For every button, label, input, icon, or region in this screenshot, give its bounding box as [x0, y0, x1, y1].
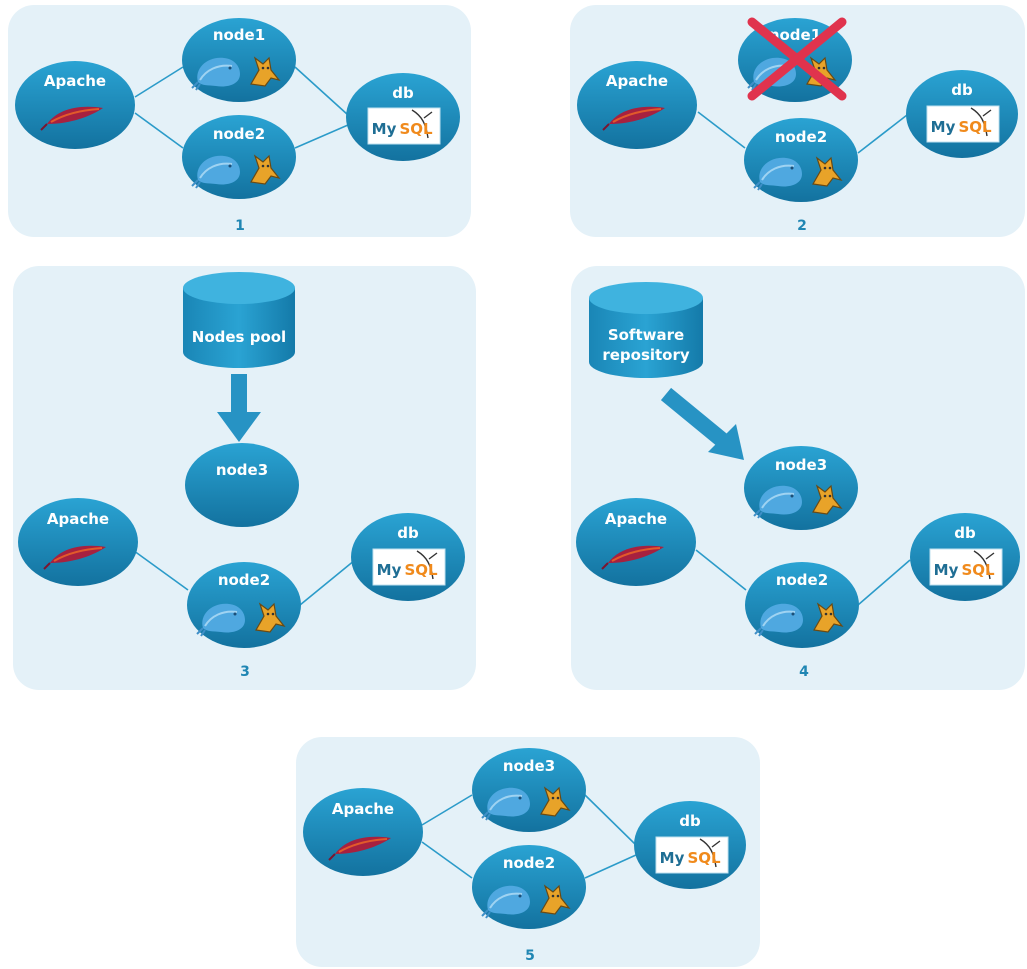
failure-cross-icon: [747, 17, 847, 101]
apache-label: Apache: [47, 510, 109, 528]
panel-1: Apache node1 node2 db My SQL 1: [8, 5, 471, 237]
panel-number: 1: [235, 218, 245, 234]
apache-label: Apache: [44, 72, 106, 90]
node1: node1: [182, 18, 296, 102]
node1-label: node1: [769, 26, 821, 44]
db-node: db My SQL: [351, 513, 465, 601]
panel-5: Apache node3 node2 db My SQL 5: [296, 737, 760, 967]
node2-label: node2: [218, 571, 270, 589]
mysql-logo-my: My: [372, 120, 397, 138]
node3-label: node3: [503, 757, 555, 775]
db-node: db My SQL: [634, 801, 746, 889]
connector-node2-db: [299, 559, 356, 606]
connector-node2-db: [857, 559, 911, 606]
mysql-logo-sql: SQL: [687, 849, 721, 867]
panel-3: Nodes pool node3 Apache node2 db My: [13, 266, 476, 690]
apache-node: Apache: [15, 61, 135, 149]
connector-apache-node1: [134, 66, 184, 98]
node2-label: node2: [776, 571, 828, 589]
mysql-logo-my: My: [931, 118, 956, 136]
node2: node2: [187, 562, 301, 648]
db-label: db: [679, 812, 701, 830]
panel-number: 4: [799, 664, 809, 680]
connector-apache-node2: [695, 549, 747, 591]
mysql-logo-my: My: [934, 561, 959, 579]
node3: node3: [472, 748, 586, 832]
connector-node1-db: [294, 66, 349, 116]
mysql-logo-my: My: [377, 561, 402, 579]
mysql-logo-sql: SQL: [404, 561, 438, 579]
connector-apache-node2: [134, 112, 184, 149]
apache-node: Apache: [576, 498, 696, 586]
panel-number: 3: [240, 664, 250, 680]
node2: node2: [472, 845, 586, 929]
node2-label: node2: [775, 128, 827, 146]
db-node: db My SQL: [906, 70, 1018, 158]
node2-label: node2: [503, 854, 555, 872]
down-arrow-icon: [217, 374, 261, 442]
db-node: db My SQL: [910, 513, 1020, 601]
db-node: db My SQL: [346, 73, 460, 161]
apache-label: Apache: [332, 800, 394, 818]
node2-label: node2: [213, 125, 265, 143]
db-label: db: [954, 524, 976, 542]
node3: node3: [744, 446, 858, 530]
node2: node2: [745, 562, 859, 648]
panel-2: Apache node1 node2 db My SQL 2: [570, 5, 1025, 237]
connector-apache-node2: [421, 841, 473, 879]
mysql-logo-sql: SQL: [399, 120, 433, 138]
panel-number: 5: [525, 948, 535, 964]
apache-node: Apache: [303, 788, 423, 876]
mysql-logo-sql: SQL: [958, 118, 992, 136]
connector-node2-db: [294, 124, 349, 149]
node2: node2: [182, 115, 296, 199]
software-repository-label-line1: Software: [608, 326, 684, 344]
connector-apache-node3: [421, 794, 473, 826]
connector-node3-db: [584, 794, 637, 846]
db-label: db: [951, 81, 973, 99]
apache-label: Apache: [605, 510, 667, 528]
mysql-logo-my: My: [660, 849, 685, 867]
node3-label: node3: [216, 461, 268, 479]
connector-node2-db: [584, 854, 637, 879]
software-repository-cylinder: Software repository: [589, 282, 703, 378]
software-repository-label-line2: repository: [602, 346, 690, 364]
connector-apache-node2: [129, 547, 189, 591]
node1-failed: node1: [738, 17, 852, 102]
apache-label: Apache: [606, 72, 668, 90]
panel-4: Software repository node3 Apache node2: [571, 266, 1025, 690]
connector-node2-db: [857, 114, 908, 154]
connector-apache-node2: [697, 111, 746, 149]
panel-number: 2: [797, 218, 807, 234]
node3-label: node3: [775, 456, 827, 474]
node1-label: node1: [213, 26, 265, 44]
apache-node: Apache: [18, 498, 138, 586]
apache-node: Apache: [577, 61, 697, 149]
db-label: db: [392, 84, 414, 102]
diagonal-arrow-icon: [660, 387, 744, 460]
nodes-pool-label: Nodes pool: [192, 328, 286, 346]
node3-empty: node3: [185, 443, 299, 527]
db-label: db: [397, 524, 419, 542]
mysql-logo-sql: SQL: [961, 561, 995, 579]
node2: node2: [744, 118, 858, 202]
nodes-pool-cylinder: Nodes pool: [183, 272, 295, 368]
